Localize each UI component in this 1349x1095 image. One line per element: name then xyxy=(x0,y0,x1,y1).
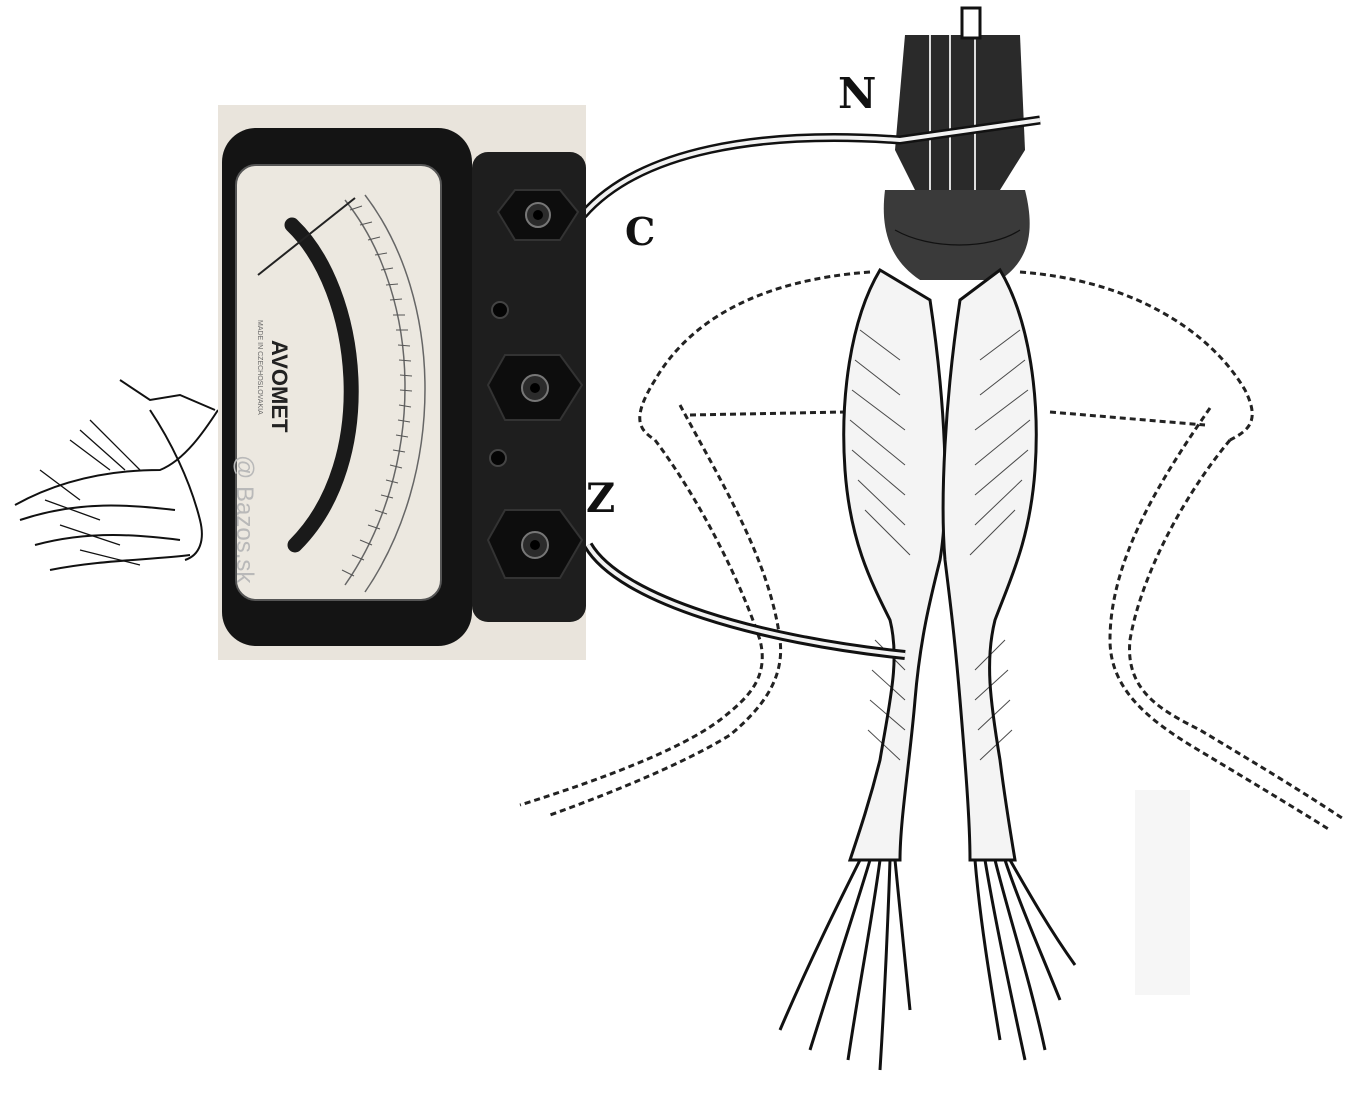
dial-face xyxy=(236,165,441,600)
watermark: @ Bazos.sk xyxy=(231,455,258,584)
label-z: Z xyxy=(586,475,615,522)
meter-origin: MADE IN CZECHOSLOVAKIA xyxy=(256,320,263,415)
faint-patch xyxy=(1135,790,1190,995)
avomet-meter: AVOMET MADE IN CZECHOSLOVAKIA @ Bazos.sk xyxy=(218,105,586,660)
label-n: N xyxy=(838,69,876,118)
frog-legs xyxy=(780,8,1075,1070)
terminal-top xyxy=(498,190,578,240)
socket-upper xyxy=(492,302,508,318)
label-c: C xyxy=(625,209,655,254)
engraved-hand-fragment xyxy=(15,380,218,570)
socket-lower xyxy=(490,450,506,466)
meter-brand: AVOMET xyxy=(267,340,292,433)
